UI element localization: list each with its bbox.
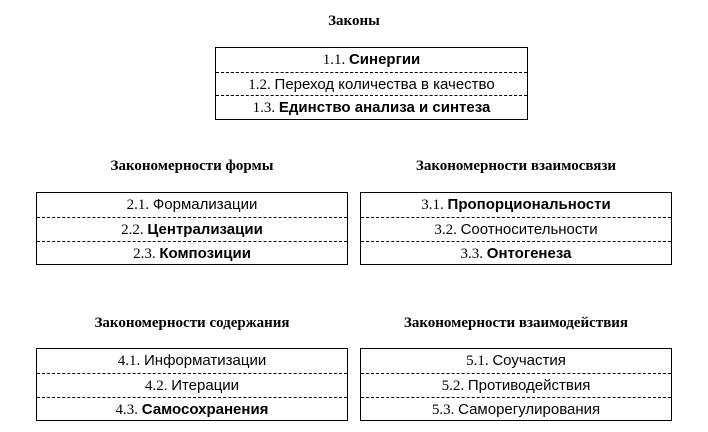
form-item-text: Централизации	[147, 221, 263, 238]
content-item-text: Информатизации	[144, 352, 267, 369]
law-item-number: 1.1.	[322, 52, 346, 68]
relation-item-number: 3.2.	[434, 222, 457, 238]
laws-box: 1.1. Синергии 1.2. Переход количества в …	[215, 47, 528, 120]
interaction-item: 5.1. Соучастия	[361, 349, 671, 373]
content-item: 4.1. Информатизации	[37, 349, 347, 373]
form-item-number: 2.1.	[126, 197, 150, 213]
form-item-number: 2.3.	[133, 246, 156, 262]
form-item-text: Формализации	[152, 196, 258, 213]
content-item-number: 4.1.	[117, 353, 141, 369]
interaction-item-text: Саморегулирования	[458, 401, 601, 418]
form-item: 2.2. Централизации	[37, 217, 347, 241]
form-regularities-heading: Закономерности формы	[110, 158, 274, 174]
relation-item-number: 3.3.	[460, 246, 484, 262]
content-regularities-box: 4.1. Информатизации 4.2. Итерации 4.3. С…	[36, 348, 348, 421]
interaction-regularities-heading: Закономерности взаимодействия	[403, 315, 629, 331]
content-item-number: 4.2.	[144, 378, 168, 394]
interaction-item-number: 5.1.	[466, 353, 489, 369]
relation-item-text: Соотносительности	[460, 221, 598, 238]
form-item-number: 2.2.	[121, 222, 144, 238]
interaction-item: 5.3. Саморегулирования	[361, 397, 671, 421]
form-item-text: Композиции	[159, 245, 251, 262]
interaction-item: 5.2. Противодействия	[361, 373, 671, 397]
form-regularities-box: 2.1. Формализации 2.2. Централизации 2.3…	[36, 192, 348, 265]
relation-item-text: Онтогенеза	[486, 245, 572, 262]
interaction-item-text: Соучастия	[492, 352, 566, 369]
relation-item: 3.3. Онтогенеза	[361, 241, 671, 265]
interaction-item-number: 5.3.	[431, 402, 455, 418]
form-item: 2.3. Композиции	[37, 241, 347, 265]
law-item: 1.3. Единство анализа и синтеза	[216, 95, 527, 119]
relation-item-number: 3.1.	[421, 197, 444, 213]
form-item: 2.1. Формализации	[37, 193, 347, 217]
law-item-text: Переход количества в качество	[274, 75, 495, 93]
relation-item: 3.2. Соотносительности	[361, 217, 671, 241]
relation-item: 3.1. Пропорциональности	[361, 193, 671, 217]
content-item: 4.2. Итерации	[37, 373, 347, 397]
law-item-number: 1.2.	[248, 76, 271, 93]
laws-heading: Законы	[328, 13, 380, 29]
content-item-text: Итерации	[171, 377, 240, 394]
content-item-number: 4.3.	[115, 402, 139, 418]
interaction-item-number: 5.2.	[441, 378, 465, 394]
law-item: 1.2. Переход количества в качество	[216, 71, 527, 96]
relation-item-text: Пропорциональности	[447, 196, 611, 213]
content-item: 4.3. Самосохранения	[37, 397, 347, 421]
interaction-item-text: Противодействия	[467, 377, 591, 394]
law-item-text: Единство анализа и синтеза	[278, 99, 491, 116]
content-item-text: Самосохранения	[141, 401, 269, 418]
law-item: 1.1. Синергии	[216, 48, 527, 72]
content-regularities-heading: Закономерности содержания	[94, 315, 290, 331]
relation-regularities-heading: Закономерности взаимосвязи	[415, 158, 617, 174]
interaction-regularities-box: 5.1. Соучастия 5.2. Противодействия 5.3.…	[360, 348, 672, 421]
relation-regularities-box: 3.1. Пропорциональности 3.2. Соотносител…	[360, 192, 672, 265]
law-item-number: 1.3.	[252, 100, 276, 116]
law-item-text: Синергии	[348, 51, 421, 68]
